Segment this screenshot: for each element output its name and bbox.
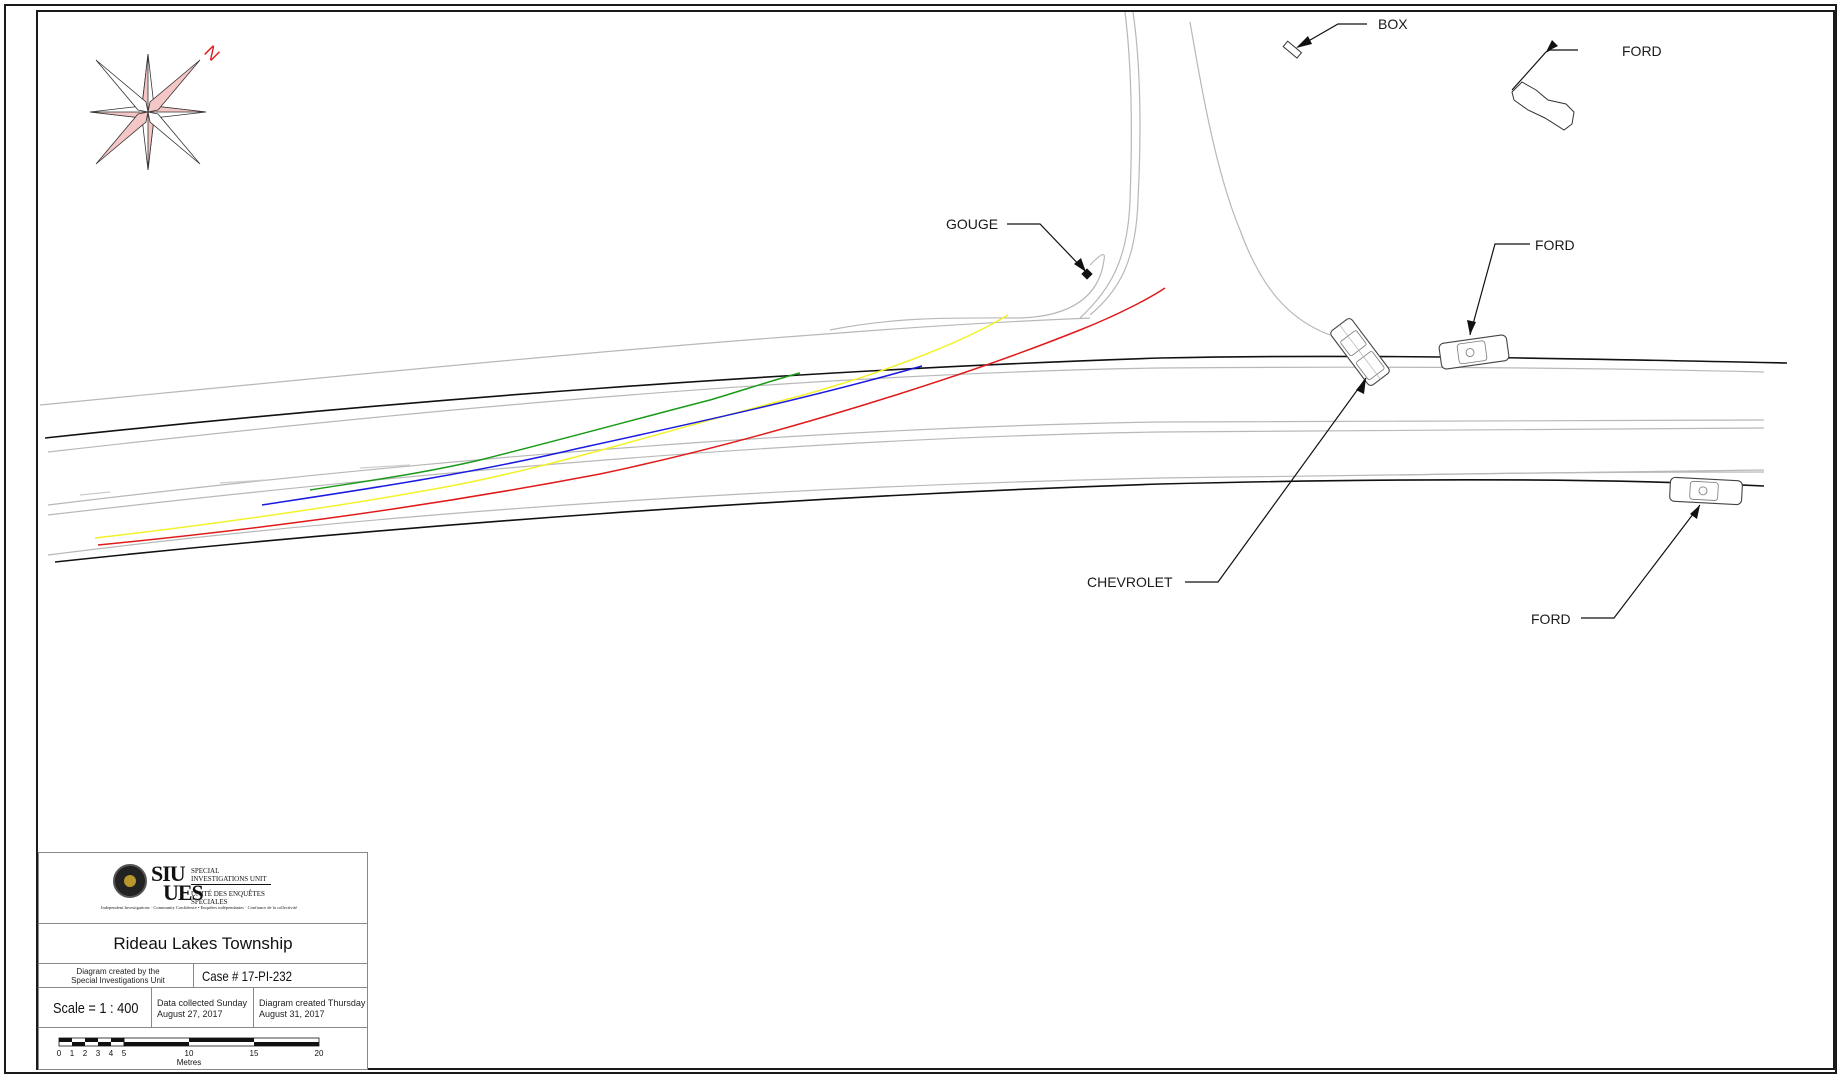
divider [253,988,254,1028]
scale-tick: 5 [122,1049,127,1058]
compass-north-label: N [200,42,223,65]
road-edge-north [44,355,1788,439]
logo-french-name: Unité des enquêtes spéciales [191,890,265,906]
leader-chevrolet [1185,377,1367,583]
data-collected-line2: August 27, 2017 [157,1009,223,1019]
leader-lines [1007,23,1701,619]
road-edge-south-inner-2 [219,479,266,484]
leader-arrowheads [1074,36,1700,519]
callout-gouge: GOUGE [946,216,999,232]
ford-vehicle-mid-icon [1438,334,1510,370]
scale-unit: Metres [177,1058,201,1067]
arrow-ford-top [1546,40,1558,52]
chevrolet-vehicle-icon [1330,318,1390,386]
tire-mark-red [97,287,1166,546]
ontario-seal-icon [113,864,147,898]
leader-gouge [1007,223,1087,273]
compass-point-nw [95,59,149,113]
compass-point-ne [147,59,201,113]
scale-tick: 3 [96,1049,101,1058]
divider [151,988,152,1028]
case-row: Diagram created by the Special Investiga… [39,963,367,988]
road-edge-north-outer [39,317,1091,406]
driveway-apron [829,253,1105,331]
compass-point-se [147,111,201,165]
scale-bar-segments [58,1037,320,1047]
scale-tick: 4 [109,1049,114,1058]
driveway-edge-left [1089,11,1141,316]
logo-tagline: Independent Investigations · Community C… [101,905,298,910]
ford-debris-outline-icon [1511,81,1575,131]
siu-logo: SIU UES Special Investigations Unit Unit… [39,853,367,923]
road-lines [39,11,1765,556]
scale-row: Scale = 1 : 400 Data collected Sunday Au… [39,987,367,1028]
logo-english-name: Special Investigations Unit [191,867,271,885]
tire-mark-green [309,372,801,491]
diagram-border [36,10,1835,1070]
scale-tick: 2 [83,1049,88,1058]
outer-border [4,4,1837,1074]
scale-bar: 0 1 2 3 4 5 10 15 20 Metres [57,1037,324,1067]
gouge-marker-icon [1081,268,1093,280]
scale-bar-ticks: 0 1 2 3 4 5 10 15 20 Metres [57,1049,324,1067]
created-by-line2: Special Investigations Unit [71,976,165,985]
data-collected-line1: Data collected Sunday [157,998,248,1008]
divider [193,964,194,988]
title-block: SIU UES Special Investigations Unit Unit… [38,852,368,1070]
callout-ford-mid: FORD [1535,237,1575,253]
road-lane-line-4 [47,469,1765,556]
arrow-ford-mid [1467,320,1476,335]
road-edge-south [54,478,1765,563]
scale-tick: 15 [250,1049,259,1058]
scale-tick: 1 [70,1049,75,1058]
driveway-edge-left-inner [1079,11,1132,319]
diagram-created-line2: August 31, 2017 [259,1009,325,1019]
scale-ratio: Scale = 1 : 400 [53,1000,139,1017]
data-collected: Data collected Sunday August 27, 2017 [157,998,247,1020]
road-lane-line-2 [47,419,1765,506]
road-edge-south-inner [79,491,111,496]
callout-ford-top: FORD [1622,43,1662,59]
scale-tick: 10 [185,1049,194,1058]
ford-vehicle-bottom-icon [1669,476,1743,506]
place-row: Rideau Lakes Township [39,923,367,963]
case-number: Case # 17-PI-232 [202,968,292,984]
road-edges [44,355,1788,563]
created-by-line1: Diagram created by the [76,967,160,976]
box-marker-icon [1282,40,1303,59]
tire-mark-yellow [94,314,1009,539]
logo-siu-text: SIU [151,861,186,886]
leader-ford-mid [1469,243,1530,336]
road-edge-east-outer [1399,471,1765,476]
tire-marks [94,287,1166,546]
compass-rose-icon: N [89,42,224,171]
road-lane-line-3 [47,427,1765,516]
created-by: Diagram created by the Special Investiga… [43,967,193,985]
scale-bar-row: 0 1 2 3 4 5 10 15 20 Metres [39,1027,367,1071]
callout-chevrolet: CHEVROLET [1087,574,1173,590]
leader-ford-bottom [1581,504,1701,619]
diagram-created: Diagram created Thursday August 31, 2017 [259,998,365,1020]
callout-box: BOX [1378,16,1408,32]
leader-box [1297,23,1367,48]
place-name: Rideau Lakes Township [113,934,293,953]
compass-point-sw [95,111,149,165]
arrow-chevrolet [1356,378,1366,394]
callout-ford-bottom: FORD [1531,611,1571,627]
scale-tick: 20 [315,1049,324,1058]
arrow-gouge [1074,258,1086,272]
diagram-created-line1: Diagram created Thursday [259,998,366,1008]
driveway-edge-right [1189,21,1331,336]
scale-tick: 0 [57,1049,62,1058]
road-lane-line-1 [47,366,1765,453]
arrow-box [1296,36,1312,48]
road-edge-south-inner-3 [359,464,411,469]
arrow-ford-bottom [1690,505,1700,519]
tire-mark-blue [261,365,923,506]
